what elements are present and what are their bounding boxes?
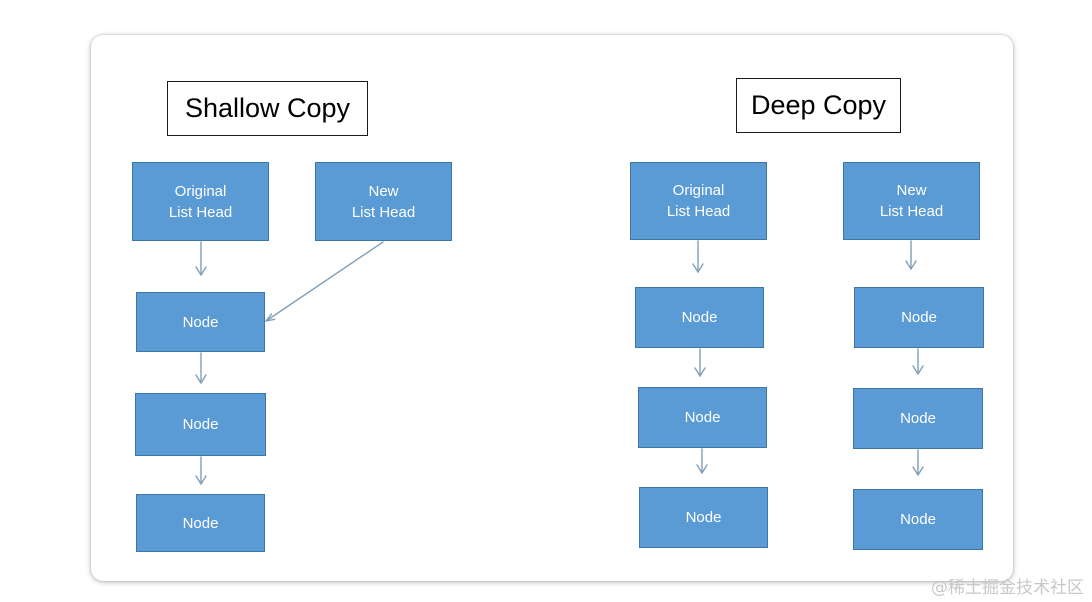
arrow-deep-original-node-2-to-node-3 bbox=[696, 448, 708, 474]
shallow-new-head-line2: List Head bbox=[351, 203, 416, 221]
shallow-new-head-line1: New bbox=[368, 182, 399, 200]
deep-new-head-line2: List Head bbox=[879, 203, 944, 220]
arrow-deep-original-head-to-node-1 bbox=[692, 240, 704, 273]
arrow-deep-new-node-2-to-node-3 bbox=[912, 449, 924, 476]
arrow-deep-original-node-1-to-node-2 bbox=[694, 348, 706, 377]
arrow-shallow-head-to-node-1 bbox=[195, 241, 207, 276]
shallow-node-1-label: Node bbox=[182, 313, 219, 331]
deep-original-node-1-label: Node bbox=[681, 309, 718, 326]
arrow-shallow-node-2-to-node-3 bbox=[195, 456, 207, 485]
shallow-node-3-label: Node bbox=[182, 514, 219, 532]
arrow-deep-new-node-1-to-node-2 bbox=[912, 348, 924, 375]
arrow-shallow-new-head-to-node-1 bbox=[265, 241, 384, 322]
shallow-node-2: Node bbox=[135, 393, 266, 456]
deep-original-node-2: Node bbox=[638, 387, 767, 448]
shallow-original-head-line2: List Head bbox=[168, 203, 233, 221]
deep-new-head-line1: New bbox=[896, 182, 927, 199]
shallow-copy-title: Shallow Copy bbox=[167, 81, 368, 136]
shallow-node-2-label: Node bbox=[182, 416, 219, 433]
deep-original-node-3-label: Node bbox=[685, 509, 722, 526]
arrow-shallow-node-1-to-node-2 bbox=[195, 352, 207, 384]
deep-original-head-line1: Original bbox=[672, 182, 725, 199]
shallow-node-1: Node bbox=[136, 292, 265, 352]
deep-new-node-3: Node bbox=[853, 489, 983, 550]
watermark-text: @稀土掘金技术社区 bbox=[931, 578, 1084, 598]
deep-new-node-3-label: Node bbox=[900, 511, 936, 528]
arrow-deep-new-head-to-node-1 bbox=[905, 240, 917, 270]
deep-original-head-line2: List Head bbox=[666, 203, 731, 220]
shallow-original-head-line1: Original bbox=[174, 182, 227, 200]
shallow-original-head: Original List Head bbox=[132, 162, 269, 241]
deep-copy-title: Deep Copy bbox=[736, 78, 901, 133]
deep-new-node-1-label: Node bbox=[901, 309, 937, 326]
deep-new-node-2: Node bbox=[853, 388, 983, 449]
deep-original-node-2-label: Node bbox=[684, 409, 721, 426]
deep-original-node-1: Node bbox=[635, 287, 764, 348]
shallow-new-head: New List Head bbox=[315, 162, 452, 241]
shallow-node-3: Node bbox=[136, 494, 265, 552]
deep-new-head: New List Head bbox=[843, 162, 980, 240]
deep-new-node-2-label: Node bbox=[900, 410, 936, 427]
deep-original-head: Original List Head bbox=[630, 162, 767, 240]
deep-new-node-1: Node bbox=[854, 287, 984, 348]
deep-original-node-3: Node bbox=[639, 487, 768, 548]
